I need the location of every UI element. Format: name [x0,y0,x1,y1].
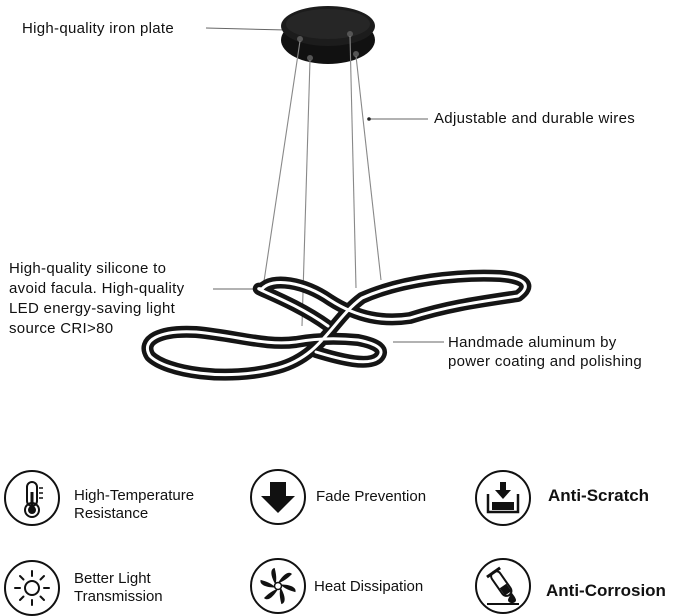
fan-icon [250,558,306,614]
lamp-body [141,269,532,381]
callout-wires: Adjustable and durable wires [434,110,636,127]
feature-label-anti-scratch: Anti-Scratch [548,486,650,505]
pendant-lamp-illustration [141,6,532,381]
iron-plate-leader [205,27,287,31]
feature-label-high-temperature: High-Temperature Resistance [74,487,195,522]
feature-label-heat-dissipation: Heat Dissipation [314,578,424,595]
callout-iron-plate: High-quality iron plate [22,20,174,37]
feature-label-fade-prevention: Fade Prevention [316,488,427,505]
callout-aluminum: Handmade aluminum by power coating and p… [448,334,643,370]
callout-silicone: High-quality silicone to avoid facula. H… [9,260,185,337]
feature-label-light-transmission: Better Light Transmission [74,570,163,605]
down-arrow-icon [250,469,306,525]
thermometer-icon [4,470,60,526]
sun-icon [4,560,60,616]
anti-scratch-icon [475,470,531,526]
test-tube-icon [475,558,531,614]
suspension-wires [262,35,382,327]
led-strip [146,274,527,377]
feature-label-anti-corrosion: Anti-Corrosion [546,581,666,600]
